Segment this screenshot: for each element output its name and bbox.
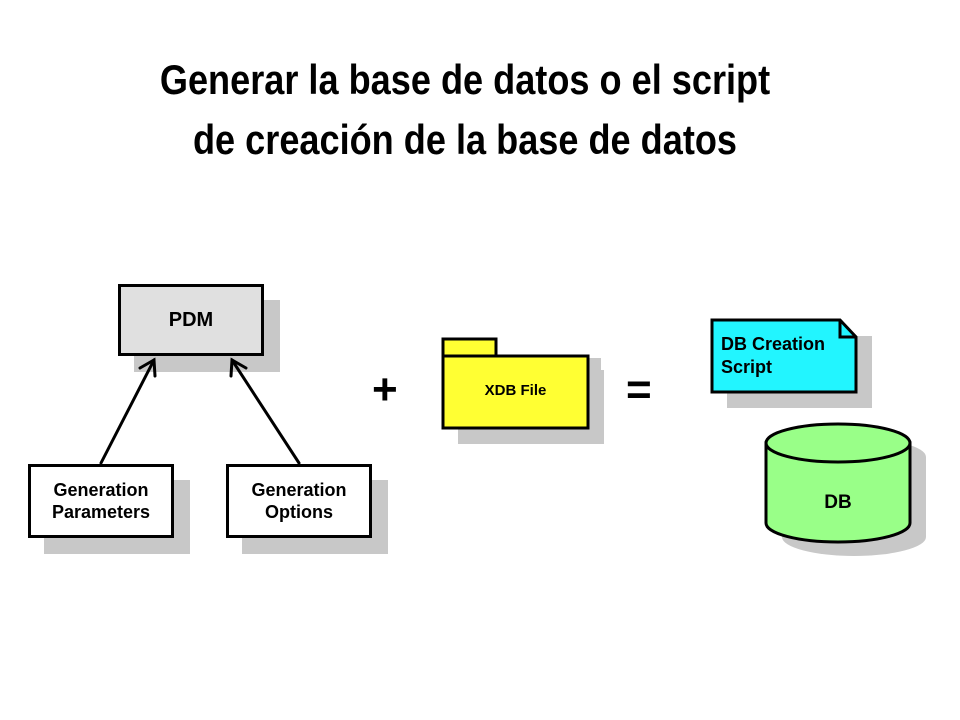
generation-parameters-box: Generation Parameters — [28, 464, 174, 538]
generation-parameters-label-1: Generation — [53, 480, 149, 500]
title-line-1: Generar la base de datos o el script — [159, 56, 771, 103]
pdm-box: PDM — [118, 284, 264, 356]
generation-options-box: Generation Options — [226, 464, 372, 538]
db-creation-script-label-2: Script — [721, 357, 773, 377]
slide-title: Generar la base de datos o el script de … — [65, 50, 865, 170]
title-line-2: de creación de la base de datos — [192, 116, 738, 163]
generation-parameters-label-2: Parameters — [51, 502, 151, 522]
db-cylinder — [764, 422, 926, 556]
pdm-label: PDM — [168, 309, 214, 331]
generation-options-label-1: Generation — [251, 480, 347, 500]
db-creation-script-doc — [710, 318, 872, 408]
xdb-file-folder — [441, 337, 604, 444]
plus-sign: + — [372, 365, 398, 414]
equals-sign: = — [626, 365, 652, 414]
arrow-params-to-pdm — [99, 357, 157, 465]
db-label: DB — [824, 492, 852, 513]
generation-options-label-2: Options — [265, 502, 333, 522]
db-creation-script-label-1: DB Creation — [721, 334, 826, 354]
xdb-file-label: XDB File — [484, 382, 547, 399]
arrow-options-to-pdm — [229, 357, 301, 465]
db-creation-script-label: DB Creation Script — [721, 333, 825, 379]
